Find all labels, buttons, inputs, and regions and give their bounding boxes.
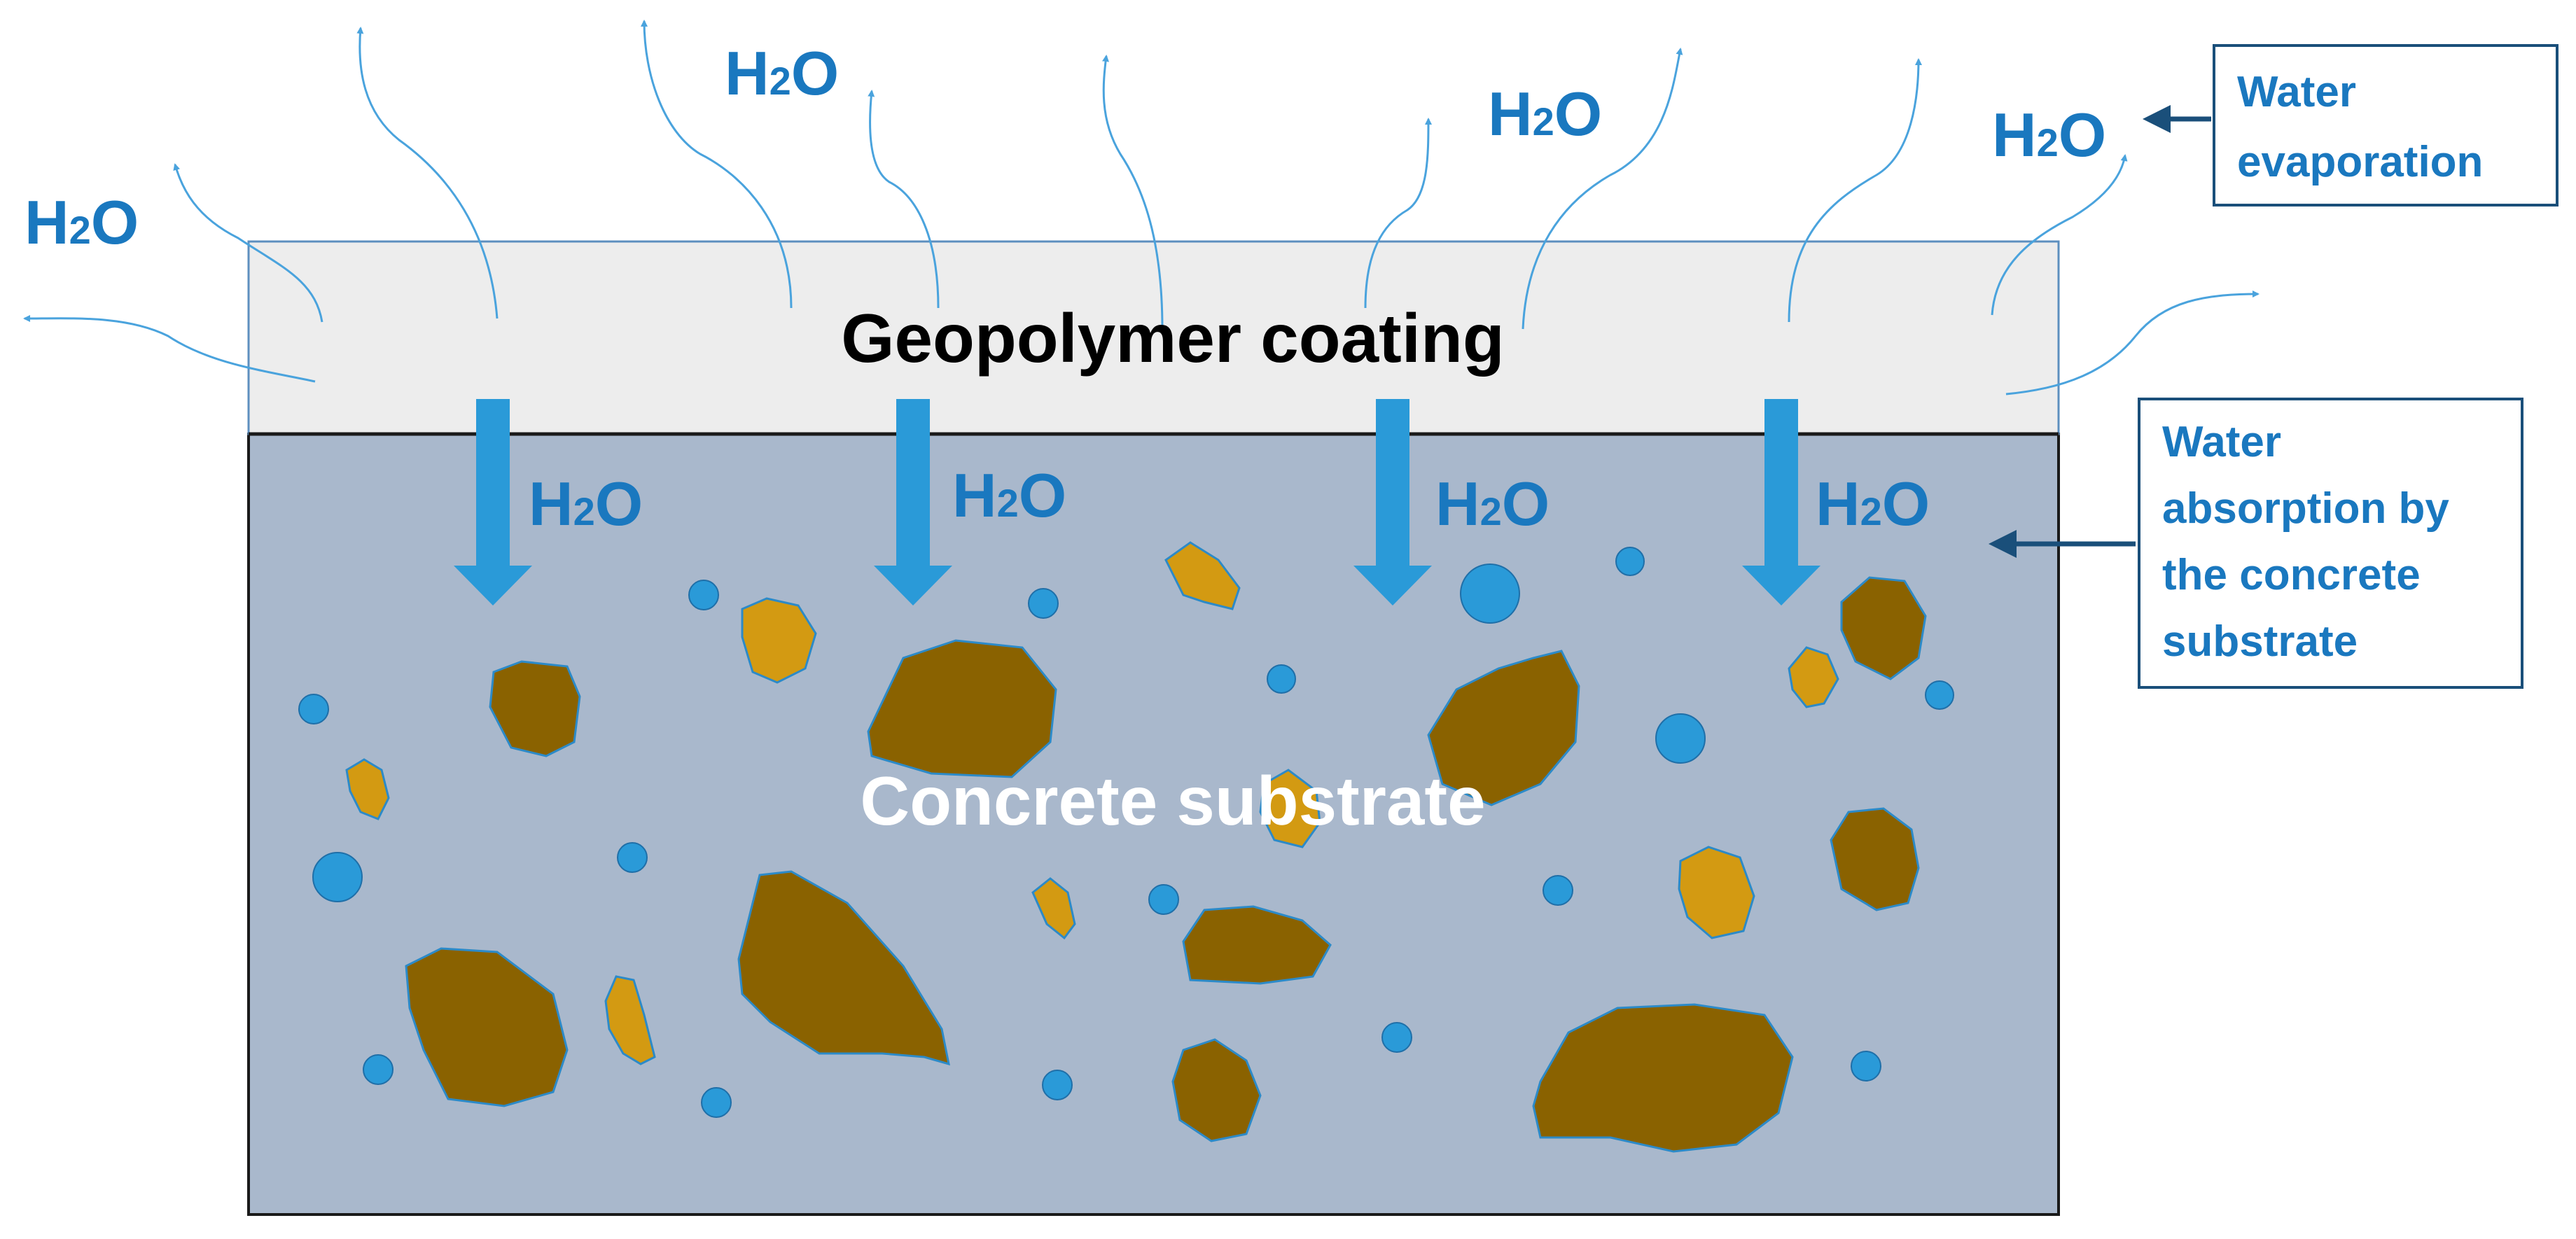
absorption-arrow <box>1742 399 1820 606</box>
evaporation-arrow <box>1788 58 1922 323</box>
aggregate <box>741 597 817 684</box>
aggregate <box>1182 905 1332 985</box>
pointer-arrowhead <box>1989 530 2017 558</box>
aggregate <box>1171 1038 1262 1142</box>
absorption-note-text: Water absorption by the concrete substra… <box>2162 418 2461 666</box>
evaporation-arrow <box>1522 48 1683 330</box>
h2o-evaporation-labels: H2O H2O H2O H2O <box>25 38 2106 257</box>
geopolymer-coating-layer <box>247 240 2060 435</box>
coarse-aggregates <box>405 576 1927 1153</box>
water-droplet <box>688 580 719 610</box>
absorption-arrows <box>454 399 1820 606</box>
fine-aggregates <box>345 541 1839 1065</box>
aggregate <box>1830 807 1920 911</box>
absorption-note-box <box>2138 398 2523 689</box>
evaporation-arrow <box>2005 290 2260 396</box>
water-droplet <box>1925 680 1954 710</box>
water-droplet <box>363 1054 394 1085</box>
evaporation-arrow <box>1991 154 2128 316</box>
evaporation-note-box <box>2213 44 2558 206</box>
aggregate <box>604 975 656 1065</box>
evaporation-arrows <box>23 20 2260 396</box>
absorption-arrow <box>1353 399 1432 606</box>
aggregate <box>867 639 1057 778</box>
evaporation-arrow <box>868 90 940 309</box>
aggregate <box>1427 650 1580 806</box>
evaporation-arrow <box>641 20 793 309</box>
aggregate <box>1678 846 1755 939</box>
water-droplet <box>1460 564 1520 624</box>
aggregate <box>1031 877 1076 940</box>
water-droplet <box>312 852 363 902</box>
h2o-label: H2O <box>1435 469 1550 538</box>
evaporation-arrow <box>23 314 316 383</box>
absorption-arrow <box>454 399 532 606</box>
water-droplet <box>1381 1022 1412 1053</box>
water-droplet <box>1615 547 1645 576</box>
h2o-label: H2O <box>529 469 643 538</box>
h2o-label: H2O <box>952 461 1066 530</box>
water-droplet <box>298 694 329 724</box>
pore-water-droplets <box>298 547 1954 1118</box>
water-droplet <box>1148 884 1179 915</box>
water-droplet <box>1543 875 1573 906</box>
h2o-label: H2O <box>725 38 839 108</box>
aggregate <box>489 660 581 757</box>
callout-pointers <box>1989 105 2211 558</box>
evaporation-note-text: Water evaporation <box>2237 68 2483 186</box>
evaporation-arrow <box>1364 118 1432 309</box>
aggregate <box>1840 576 1927 680</box>
aggregate <box>1259 769 1321 848</box>
aggregate <box>1788 646 1839 708</box>
concrete-substrate-label: Concrete substrate <box>860 762 1485 839</box>
h2o-label: H2O <box>1992 100 2106 169</box>
water-droplet <box>1028 588 1059 619</box>
absorption-arrow <box>874 399 952 606</box>
absorption-note: Water absorption by the concrete substra… <box>2138 398 2523 689</box>
evaporation-note: Water evaporation <box>2213 44 2558 206</box>
water-droplet <box>617 842 648 873</box>
aggregate <box>1164 541 1241 610</box>
geopolymer-coating-label: Geopolymer coating <box>841 300 1505 377</box>
water-droplet <box>1042 1070 1073 1100</box>
h2o-absorption-labels: H2O H2O H2O H2O <box>529 461 1930 538</box>
aggregate <box>345 758 390 820</box>
h2o-label: H2O <box>25 188 139 257</box>
pointer-arrowhead <box>2143 105 2171 133</box>
evaporation-arrow <box>173 163 323 323</box>
water-droplet <box>1851 1051 1881 1082</box>
evaporation-arrow <box>356 27 499 319</box>
water-droplet <box>701 1087 732 1118</box>
aggregate <box>405 947 569 1107</box>
h2o-label: H2O <box>1488 79 1602 148</box>
water-droplet <box>1267 664 1296 694</box>
evaporation-arrow <box>1102 55 1164 330</box>
water-droplet <box>1655 713 1706 764</box>
h2o-label: H2O <box>1816 469 1930 538</box>
aggregate <box>1532 1003 1794 1153</box>
aggregate <box>737 870 950 1066</box>
